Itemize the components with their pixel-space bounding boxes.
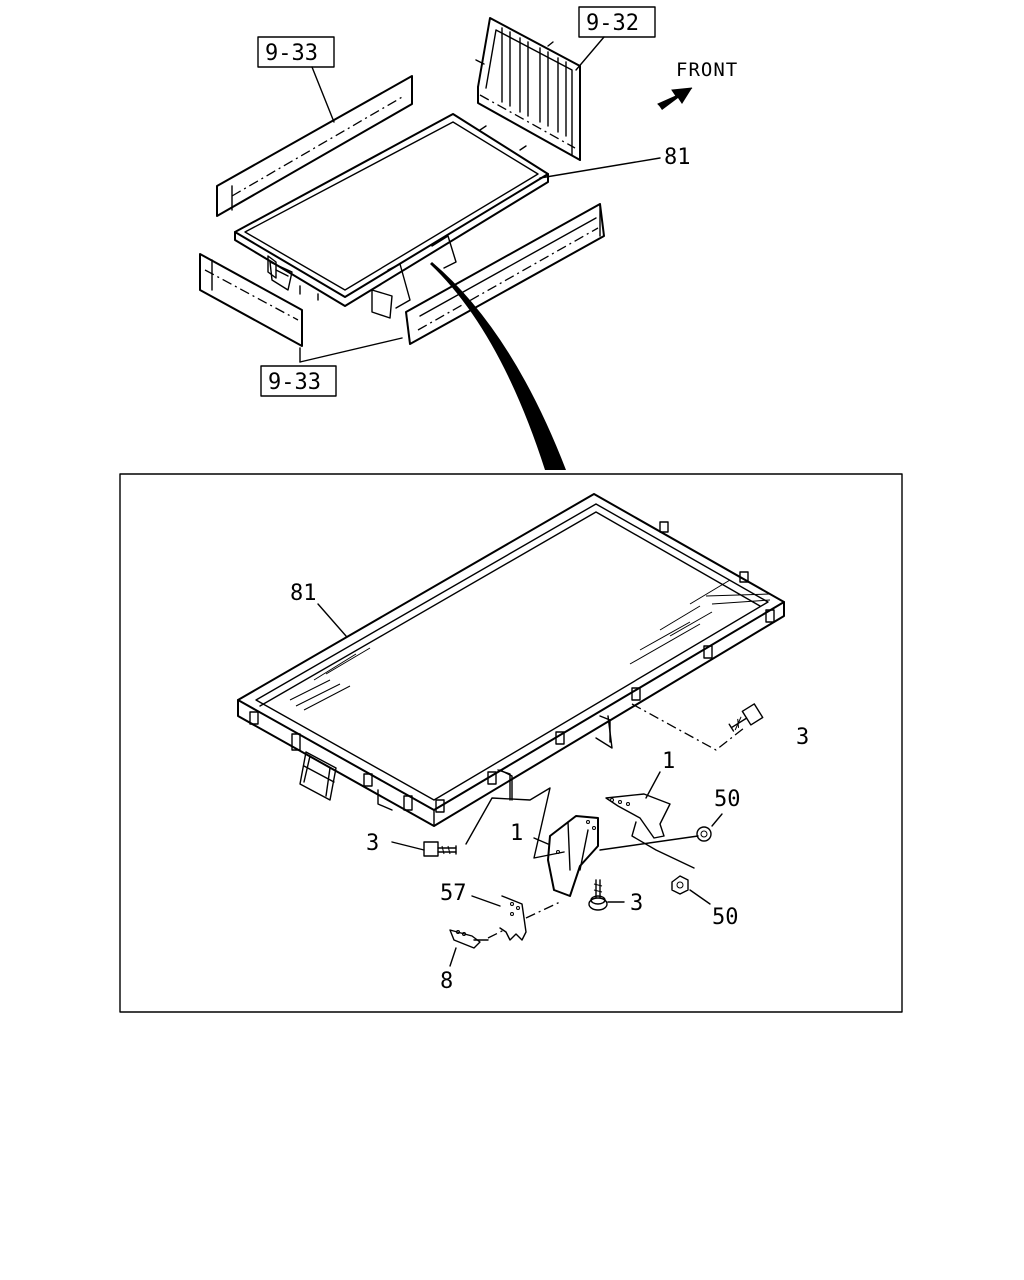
nut-lower [631, 821, 711, 905]
side-gate-lower [199, 253, 303, 347]
front-label: FRONT [676, 59, 738, 81]
detail-label-bolt-right: 3 [796, 725, 809, 750]
detail-label-nut-upper: 50 [714, 787, 741, 812]
top-label-floor: 81 [664, 145, 691, 170]
detail-label-bracket-right: 1 [662, 749, 675, 774]
detail-pointer [430, 262, 566, 470]
side-gate-upper [216, 75, 413, 217]
stake-pockets [249, 521, 775, 813]
ref-label-side-gate-lower: 9-33 [268, 370, 321, 395]
detail-label-bracket-left: 1 [510, 821, 523, 846]
detail-label-hook: 8 [440, 969, 453, 994]
ref-box-side-gate-upper: 9-33 [257, 36, 335, 123]
detail-label-nut-lower: 50 [712, 905, 739, 930]
bolt-bottom [588, 879, 625, 911]
rear-gate [475, 17, 581, 161]
detail-label-plate: 57 [440, 881, 467, 906]
nut-upper [599, 813, 723, 851]
ref-label-rear-gate: 9-32 [586, 11, 639, 36]
ref-box-rear-gate: 9-32 [575, 6, 656, 71]
side-gate-right [405, 203, 605, 345]
detail-label-floor: 81 [290, 581, 317, 606]
bolt-left [391, 769, 565, 859]
floor-platform-overview [234, 113, 549, 319]
detail-label-bolt-bottom: 3 [630, 891, 643, 916]
bolt-right [595, 703, 764, 751]
detail-view: 81 3 1 [119, 473, 903, 1013]
front-arrow-icon [657, 87, 693, 110]
step-ladder [299, 751, 337, 801]
plate [471, 895, 561, 941]
overview-assembly: FRONT 9-32 9-33 9-33 81 [199, 6, 738, 470]
bracket-right [605, 771, 671, 839]
ref-box-side-gate-lower: 9-33 [260, 337, 403, 397]
hook [449, 929, 505, 967]
detail-label-bolt-left: 3 [366, 831, 379, 856]
ref-label-side-gate-upper: 9-33 [265, 41, 318, 66]
floor-platform-detail [237, 493, 785, 827]
